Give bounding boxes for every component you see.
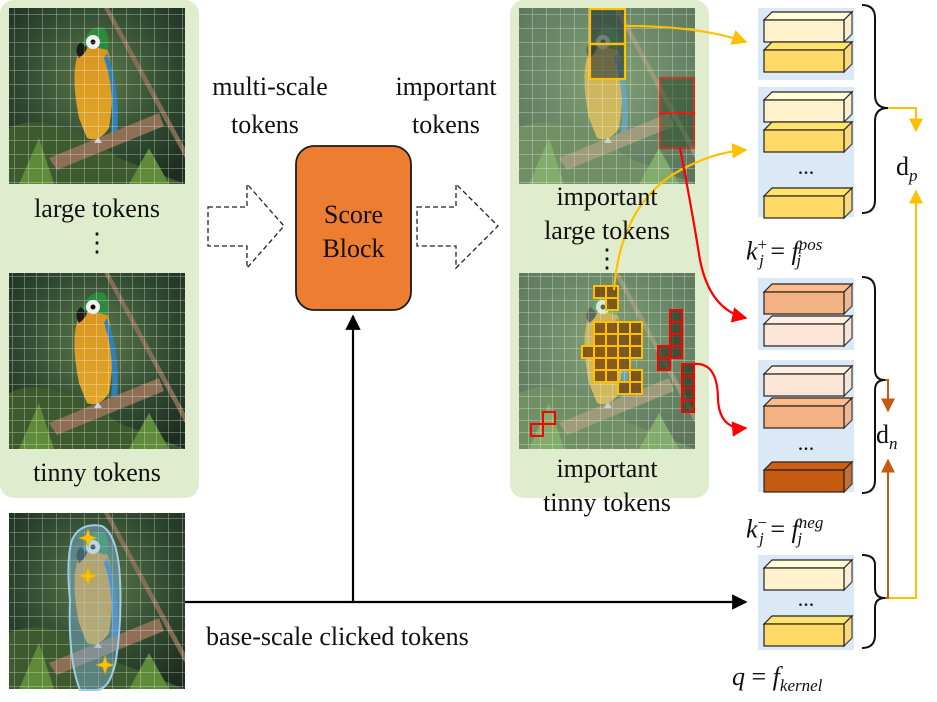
neg-tinny-token-3: [762, 460, 854, 494]
pos-large-arrow: [624, 24, 748, 45]
neg-tinny-token-1: [762, 364, 854, 398]
neg-large-arrow: [678, 147, 748, 323]
pos-large-token-2: [762, 40, 854, 74]
kernel-ellipsis: ...: [797, 586, 815, 611]
important-label-2: tokens: [412, 110, 480, 139]
score-block-label-1: Score: [323, 200, 384, 229]
neg-large-token-2: [762, 314, 854, 348]
base-scale-label: base-scale clicked tokens: [206, 622, 469, 651]
important-label-1: important: [395, 72, 497, 101]
kernel-token-1: [762, 558, 854, 592]
pos-tinny-token-3: [762, 186, 854, 220]
dashed-arrow-left: [207, 182, 285, 270]
dp-kernel-arrow: [885, 189, 923, 599]
dn-neg-arrow: [881, 379, 895, 413]
tinny-token-image: [9, 273, 185, 449]
neg-tinny-token-2: [762, 396, 854, 430]
token-blocks: [762, 10, 854, 648]
pos-ellipsis: ...: [797, 154, 815, 179]
important-tinny-label-2: tinny tokens: [543, 488, 671, 517]
large-tokens-label: large tokens: [34, 194, 160, 223]
score-block-label-2: Block: [322, 234, 385, 263]
neg-ellipsis: ...: [797, 430, 815, 455]
pos-tinny-token-1: [762, 90, 854, 124]
k-pos-formula: k+j = fposj: [746, 235, 823, 270]
dashed-arrow-right: [416, 182, 499, 270]
dn-label: dn: [876, 420, 898, 454]
dp-pos-arrow: [888, 107, 923, 133]
tinny-tokens-label: tinny tokens: [33, 458, 161, 487]
neg-bracket: [861, 276, 886, 494]
important-large-label-1: important: [556, 182, 658, 211]
important-tinny-image: [519, 273, 695, 449]
large-token-image: [9, 8, 185, 184]
multi-scale-label-2: tokens: [231, 110, 299, 139]
vdots-left: ⋮: [84, 228, 110, 257]
pos-bracket: [861, 4, 889, 214]
dn-kernel-arrow: [881, 458, 895, 599]
important-large-label-2: large tokens: [544, 216, 670, 245]
neg-large-token-1: [762, 282, 854, 316]
pos-tinny-token-2: [762, 120, 854, 154]
q-formula: q = fkernel: [732, 662, 823, 696]
neg-tinny-arrow: [693, 362, 748, 437]
dp-label: dp: [896, 152, 918, 186]
pos-tinny-arrow: [612, 143, 748, 291]
vdots-right: ⋮: [594, 244, 620, 273]
important-large-image: [519, 7, 696, 184]
pos-large-token-1: [762, 10, 854, 44]
important-tinny-label-1: important: [556, 454, 658, 483]
base-scale-image: [9, 512, 185, 691]
multi-scale-label-1: multi-scale: [212, 72, 328, 101]
k-neg-formula: k−j = fnegj: [746, 513, 824, 548]
kernel-token-2: [762, 614, 854, 648]
kernel-bracket: [861, 554, 886, 649]
score-block: [295, 145, 412, 311]
